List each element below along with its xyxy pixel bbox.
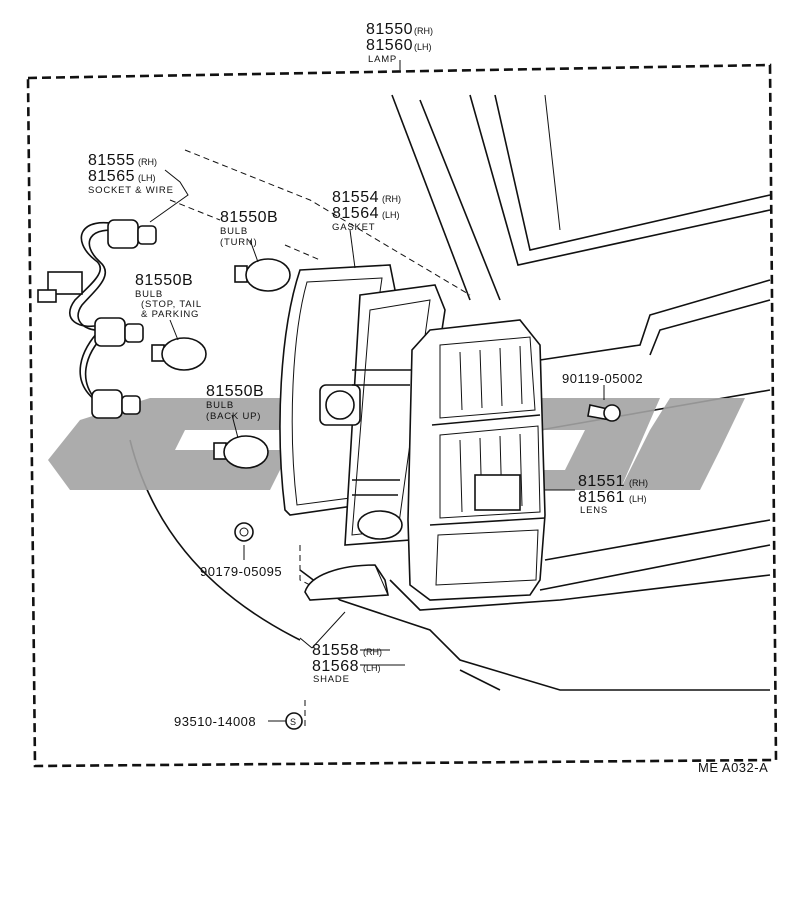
screw-icon (587, 404, 621, 422)
gasket-pn-lh: 81564 (332, 205, 379, 222)
label-gasket: 81554 (RH) 81564 (LH) GASKET (332, 189, 401, 233)
shade-side-rh: (RH) (363, 647, 382, 657)
socket-side-lh: (LH) (138, 173, 156, 183)
gasket-name: GASKET (332, 222, 375, 233)
bulb-turn-detail: (TURN) (220, 237, 258, 248)
lens-pn-rh: 81551 (578, 473, 625, 490)
bulb-turn-pn: 81550B (220, 209, 278, 226)
bulb-stop-name: BULB (135, 289, 163, 300)
shade-icon (304, 564, 389, 601)
label-socket-and-wire: 81555 (RH) 81565 (LH) SOCKET & WIRE (88, 152, 174, 196)
lamp-pn-rh: 81550 (366, 21, 413, 38)
connector-tab-icon (37, 289, 57, 303)
socket-side-rh: (RH) (138, 157, 157, 167)
screw-code: 90119-05002 (562, 371, 643, 386)
label-bulb-stop: 81550B BULB (STOP, TAIL & PARKING (135, 272, 202, 320)
label-shade: 81558 (RH) 81568 (LH) SHADE (312, 642, 382, 685)
socket-and-wire-harness (37, 219, 157, 419)
nut-code: 90179-05095 (200, 564, 282, 579)
bulb-backup-detail: (BACK UP) (206, 411, 261, 422)
bulb-stop-detail2: & PARKING (141, 309, 199, 320)
lamp-name: LAMP (368, 54, 397, 65)
shade-name: SHADE (313, 674, 350, 685)
bulb-turn-name: BULB (220, 226, 248, 237)
label-lamp: 81550 (RH) 81560 (LH) LAMP (366, 21, 433, 65)
socket-backup-icon (91, 389, 141, 419)
gasket-side-lh: (LH) (382, 210, 400, 220)
socket-stop-icon (94, 317, 144, 347)
shade-pn-rh: 81558 (312, 642, 359, 659)
bulb-stop-icon (151, 337, 207, 371)
bulb-backup-name: BULB (206, 400, 234, 411)
lens-side-lh: (LH) (629, 494, 647, 504)
clip-symbol: S (290, 717, 296, 727)
label-bulb-backup: 81550B BULB (BACK UP) (206, 383, 264, 422)
clip-code: 93510-14008 (174, 714, 256, 729)
label-bulb-turn: 81550B BULB (TURN) (220, 209, 278, 248)
shade-side-lh: (LH) (363, 663, 381, 673)
leader-lines (149, 60, 605, 730)
bulb-stop-detail1: (STOP, TAIL (141, 299, 202, 310)
lamp-pn-lh: 81560 (366, 37, 413, 54)
bulb-stop-pn: 81550B (135, 272, 193, 289)
nut-icon (234, 522, 254, 542)
socket-pn-lh: 81565 (88, 168, 135, 185)
diagram-code: ME A032-A (698, 760, 768, 775)
socket-turn-icon (107, 219, 157, 249)
label-lens: 81551 (RH) 81561 (LH) LENS (578, 473, 648, 516)
connector-icon (47, 271, 83, 295)
shade-pn-lh: 81568 (312, 658, 359, 675)
bulb-backup-icon (213, 435, 269, 469)
socket-name: SOCKET & WIRE (88, 185, 174, 196)
lamp-side-lh: (LH) (414, 42, 432, 52)
gasket-pn-rh: 81554 (332, 189, 379, 206)
lens-icon (407, 319, 546, 601)
lamp-side-rh: (RH) (414, 26, 433, 36)
gasket-side-rh: (RH) (382, 194, 401, 204)
lens-side-rh: (RH) (629, 478, 648, 488)
lens-name: LENS (580, 505, 608, 516)
socket-pn-rh: 81555 (88, 152, 135, 169)
lens-pn-lh: 81561 (578, 489, 625, 506)
lamp-assembly-frame (26, 63, 778, 768)
bulb-backup-pn: 81550B (206, 383, 264, 400)
bulb-turn-icon (234, 258, 291, 292)
